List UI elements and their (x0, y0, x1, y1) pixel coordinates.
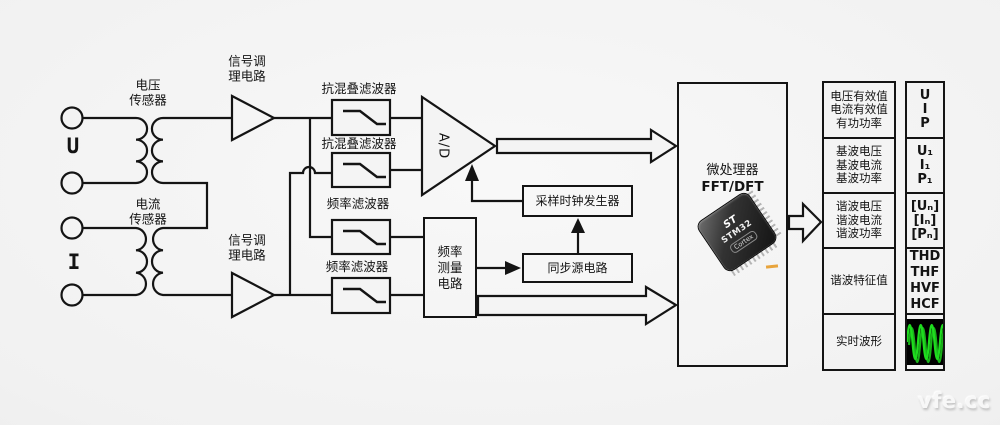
table-row-rms-name: 电压有效值 电流有效值 有功功率 (830, 88, 888, 130)
frequency-filter-box-2 (330, 276, 392, 315)
table-row-harmonic-name: 谐波电压 谐波电流 谐波功率 (824, 192, 894, 247)
results-table-values-column: U I P U₁ I₁ P₁ [Uₙ] [Iₙ] [Pₙ] THD THF HV… (905, 81, 945, 371)
lowpass-glyph-2 (343, 162, 386, 179)
lowpass-glyph-3 (343, 229, 386, 246)
terminal-label-u: U (66, 134, 80, 158)
bus-arrow-freqmeasure-to-mcu (476, 285, 679, 326)
adc-label: A/D (435, 132, 451, 160)
frequency-filter-label-1: 频率滤波器 (326, 195, 390, 211)
terminal-label-i: I (67, 250, 81, 274)
frequency-filter-box-1 (330, 218, 392, 256)
wire-branch-voltage-to-freqfilter1 (308, 118, 332, 239)
mcu-title-line: 微处理器 (706, 163, 759, 178)
anti-alias-filter-box-1 (330, 98, 392, 137)
table-row-harmonic-index-name: 谐波特征值 (824, 247, 894, 313)
current-transformer-primary-coil (83, 226, 149, 297)
signal-conditioning-label-2: 信号调 理电路 (228, 232, 266, 262)
voltage-transformer-primary-coil (83, 116, 149, 185)
table-row-waveform-name: 实时波形 (824, 313, 894, 369)
frequency-measure-box: 频率 测量 电路 (423, 217, 477, 318)
anti-alias-filter-label-2: 抗混叠滤波器 (321, 135, 397, 151)
waveform-trace-1 (907, 323, 943, 361)
bus-arrow-adc-to-mcu (495, 127, 679, 165)
results-table-names-column: 电压有效值 电流有效值 有功功率 基波电压 基波电流 基波功率 谐波电压 谐波电… (822, 81, 896, 371)
voltage-current-transformer-secondary-coils (150, 116, 232, 297)
arrowhead-to-adc (465, 164, 479, 181)
terminal-i-top (60, 216, 84, 240)
table-row-fundamental-value: U₁ I₁ P₁ (907, 137, 943, 192)
terminal-u-top (60, 106, 84, 130)
table-row-waveform-cell (907, 313, 943, 369)
adc-triangle (420, 94, 497, 198)
table-row-harmonic-value: [Uₙ] [Iₙ] [Pₙ] (907, 192, 943, 247)
amplifier-current (230, 271, 277, 319)
signal-conditioning-label-1: 信号调 理电路 (228, 53, 266, 83)
table-row-rms-value: U I P (919, 88, 931, 131)
site-watermark: vfe.cc (918, 389, 991, 413)
sync-source-box: 同步源电路 (522, 253, 633, 283)
mcu-subtitle: FFT/DFT (701, 179, 764, 195)
wire-branch-current-to-filter2-with-hop (288, 165, 332, 295)
frequency-filter-label-2: 频率滤波器 (325, 258, 389, 274)
anti-alias-filter-box-2 (330, 151, 392, 189)
lowpass-glyph-1 (343, 109, 386, 126)
waveform-trace-2 (907, 326, 943, 364)
realtime-waveform-display (907, 319, 943, 365)
arrowhead-to-clock (571, 218, 585, 233)
bus-arrow-mcu-to-results (787, 201, 823, 244)
voltage-sensor-label: 电压 传感器 (129, 77, 167, 107)
table-row-harmonic-index-value: THD THF HVF HCF (907, 247, 943, 313)
lowpass-glyph-4 (343, 287, 386, 304)
arrowhead-to-sync (505, 261, 521, 275)
current-sensor-label: 电流 传感器 (129, 196, 167, 226)
anti-alias-filter-label-1: 抗混叠滤波器 (321, 80, 397, 96)
amplifier-voltage (230, 94, 277, 142)
terminal-i-bottom (60, 283, 84, 307)
table-row-fundamental-name: 基波电压 基波电流 基波功率 (824, 137, 894, 192)
mcu-box: 微处理器 FFT/DFT (677, 82, 788, 367)
terminal-u-bottom (60, 171, 84, 195)
wire-clock-to-adc (470, 181, 522, 203)
sampling-clock-generator-box: 采样时钟发生器 (522, 185, 633, 217)
mcu-title: 微处理器 FFT/DFT (679, 162, 786, 196)
